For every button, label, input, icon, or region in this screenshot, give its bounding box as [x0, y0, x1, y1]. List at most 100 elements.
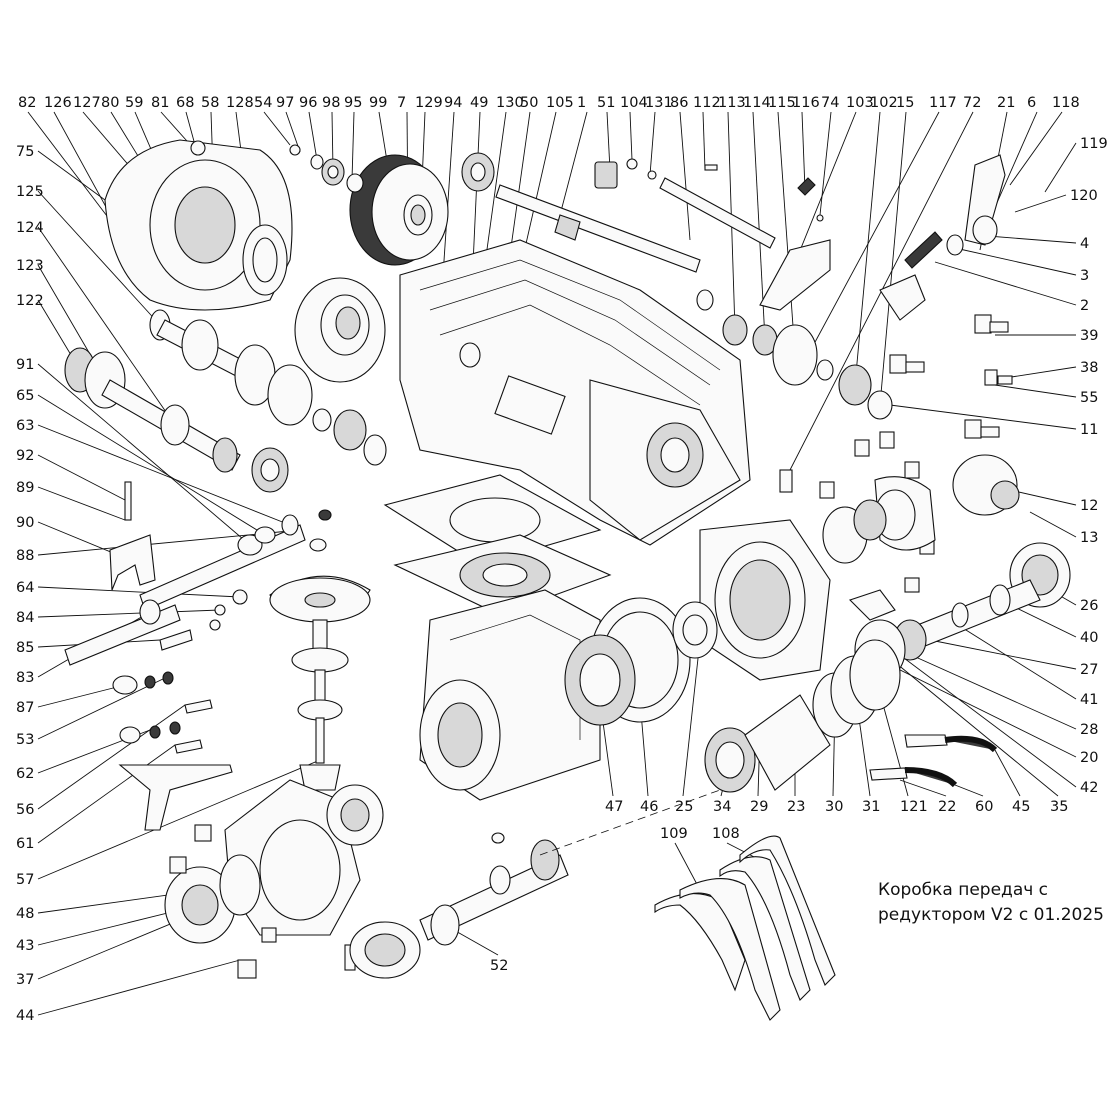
part-label-85: 85 [16, 640, 34, 656]
part-label-103: 103 [846, 95, 874, 111]
leader-line [37, 454, 126, 501]
part-label-87: 87 [16, 700, 34, 716]
part-label-60: 60 [975, 799, 993, 815]
part-label-128: 128 [226, 95, 254, 111]
part-label-91: 91 [16, 357, 34, 373]
part-label-120: 120 [1070, 188, 1098, 204]
leader-line [37, 759, 321, 880]
leader-line [702, 111, 706, 171]
part-label-92: 92 [16, 448, 34, 464]
part-label-114: 114 [743, 95, 771, 111]
part-label-63: 63 [16, 418, 34, 434]
part-label-61: 61 [16, 836, 34, 852]
leader-line [37, 744, 176, 844]
part-label-94: 94 [444, 95, 462, 111]
part-label-12: 12 [1080, 498, 1098, 514]
leader-line [879, 639, 1077, 788]
part-label-51: 51 [597, 95, 615, 111]
leader-line [1009, 111, 1063, 186]
part-label-48: 48 [16, 906, 34, 922]
part-label-54: 54 [254, 95, 272, 111]
part-label-56: 56 [16, 802, 34, 818]
leader-line [37, 677, 166, 740]
leader-line [1029, 511, 1077, 538]
part-label-30: 30 [825, 799, 843, 815]
part-label-39: 39 [1080, 328, 1098, 344]
part-label-88: 88 [16, 548, 34, 564]
leader-line [679, 111, 691, 241]
parts-artwork [64, 139, 1071, 1021]
part-label-118: 118 [1052, 95, 1080, 111]
part-label-29: 29 [750, 799, 768, 815]
part-label-129: 129 [415, 95, 443, 111]
part-label-2: 2 [1080, 298, 1089, 314]
part-label-52: 52 [490, 958, 508, 974]
leader-line [649, 111, 656, 176]
part-label-97: 97 [276, 95, 294, 111]
leader-line [854, 111, 881, 386]
leader-line [606, 111, 611, 171]
part-label-113: 113 [718, 95, 746, 111]
part-label-13: 13 [1080, 530, 1098, 546]
lower-cover-part [164, 779, 361, 979]
small-rings-part [289, 144, 824, 222]
part-label-96: 96 [299, 95, 317, 111]
part-label-6: 6 [1027, 95, 1036, 111]
part-label-31: 31 [862, 799, 880, 815]
part-label-59: 59 [125, 95, 143, 111]
leader-line [37, 424, 291, 526]
part-label-44: 44 [16, 1008, 34, 1024]
leader-line [1009, 489, 1077, 506]
part-label-102: 102 [870, 95, 898, 111]
lower-housing-part [383, 474, 612, 801]
part-label-99: 99 [369, 95, 387, 111]
part-label-124: 124 [16, 220, 44, 236]
leader-line [994, 749, 1021, 797]
part-label-86: 86 [670, 95, 688, 111]
leader-line [308, 111, 318, 161]
part-label-123: 123 [16, 258, 44, 274]
part-label-62: 62 [16, 766, 34, 782]
leader-line [879, 649, 1059, 797]
bolts-part [779, 314, 1013, 593]
leader-line [37, 394, 266, 536]
part-label-35: 35 [1050, 799, 1068, 815]
gear-cluster-part [64, 309, 387, 493]
part-label-21: 21 [997, 95, 1015, 111]
part-label-53: 53 [16, 732, 34, 748]
leader-line [559, 111, 588, 216]
right-covers-part [699, 454, 1020, 681]
leader-line [879, 111, 907, 406]
part-label-49: 49 [470, 95, 488, 111]
leader-line [799, 111, 940, 371]
sensors-part [869, 734, 998, 788]
part-label-46: 46 [640, 799, 658, 815]
gearbox-housing-part [399, 239, 751, 546]
leader-line [899, 649, 1077, 730]
part-label-28: 28 [1080, 722, 1098, 738]
part-label-65: 65 [16, 388, 34, 404]
part-label-82: 82 [18, 95, 36, 111]
pressure-plate-part [294, 277, 386, 383]
leader-line [801, 111, 806, 191]
part-label-20: 20 [1080, 750, 1098, 766]
part-label-38: 38 [1080, 360, 1098, 376]
part-label-72: 72 [963, 95, 981, 111]
part-label-40: 40 [1080, 630, 1098, 646]
leader-line [674, 842, 701, 891]
leader-line [889, 404, 1077, 430]
part-label-58: 58 [201, 95, 219, 111]
part-label-45: 45 [1012, 799, 1030, 815]
shift-forks-left [64, 481, 306, 831]
part-label-1: 1 [577, 95, 586, 111]
leader-line [949, 619, 1077, 700]
part-label-130: 130 [496, 95, 524, 111]
output-shaft-part [326, 784, 569, 979]
part-label-89: 89 [16, 480, 34, 496]
leader-line [37, 586, 241, 598]
leader-line [37, 609, 221, 618]
part-label-119: 119 [1080, 136, 1108, 152]
part-label-117: 117 [929, 95, 957, 111]
